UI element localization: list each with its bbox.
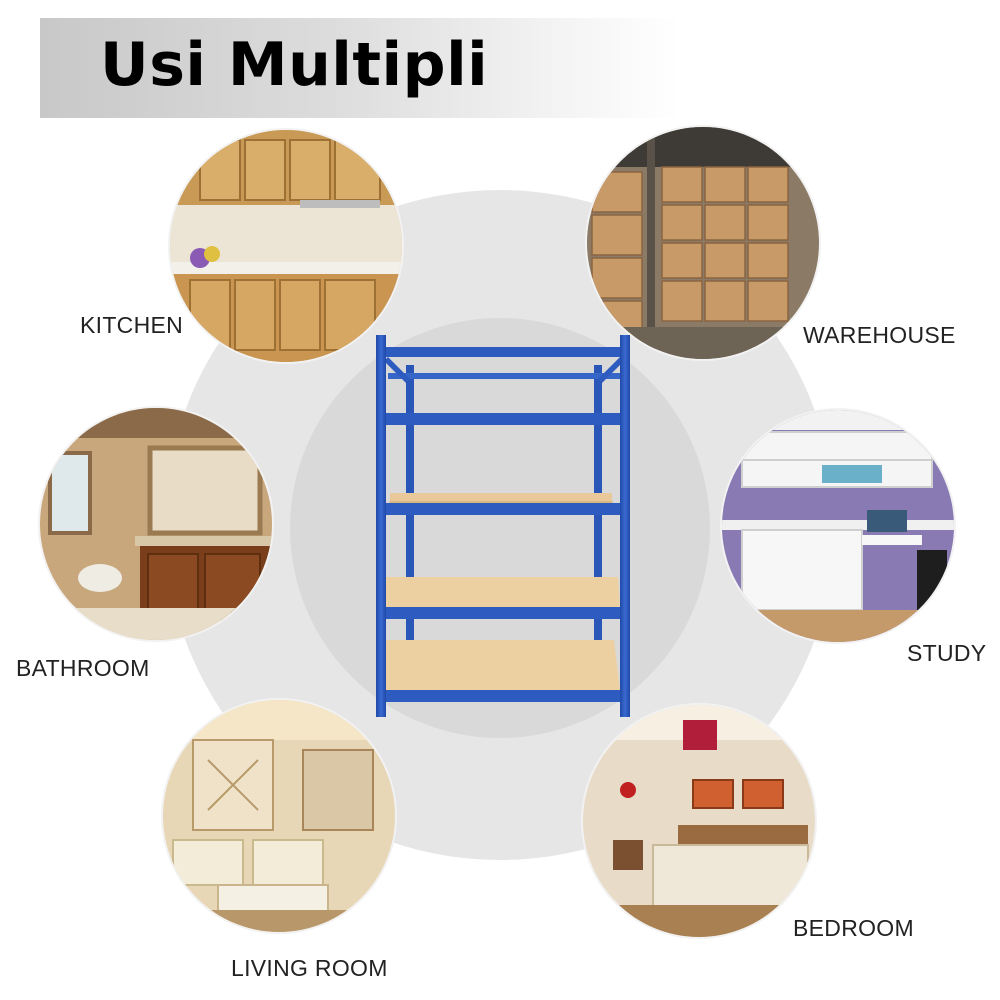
living-room-photo [163, 700, 395, 932]
title-banner: Usi Multipli [40, 18, 680, 118]
bathroom-photo [40, 408, 272, 640]
living-room-label: LIVING ROOM [231, 955, 388, 981]
banner-title: Usi Multipli [100, 30, 489, 100]
warehouse-photo [587, 127, 819, 359]
study-photo [722, 410, 954, 642]
kitchen-photo [170, 130, 402, 362]
bathroom-label: BATHROOM [16, 655, 150, 681]
kitchen-label: KITCHEN [80, 312, 184, 338]
study-label: STUDY [907, 640, 987, 666]
warehouse-label: WAREHOUSE [803, 322, 956, 348]
bedroom-label: BEDROOM [793, 915, 914, 941]
bedroom-photo [583, 705, 815, 937]
shelf-unit-image [376, 335, 632, 724]
